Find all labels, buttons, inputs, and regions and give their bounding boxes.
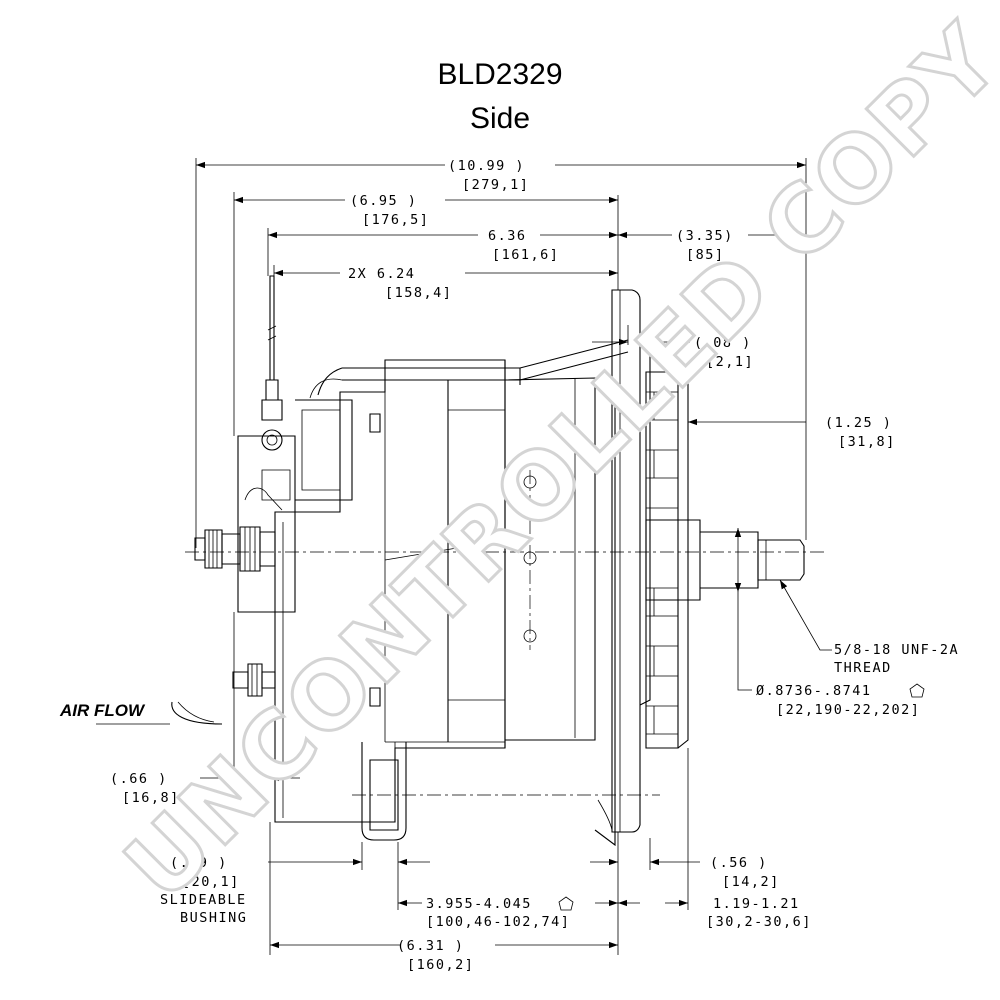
dim-056-inch: (.56 ) — [710, 855, 768, 871]
airflow-indicator: AIR FLOW — [59, 701, 223, 725]
dim-008-inch: (.08 ) — [694, 335, 752, 351]
dim-066-inch: (.66 ) — [110, 771, 168, 787]
dim-624-mm: [158,4] — [385, 285, 452, 301]
dim-125-mm: [31,8] — [838, 434, 896, 450]
dim-335-inch: (3.35) — [676, 228, 734, 244]
dim-066-mm: [16,8] — [122, 790, 180, 806]
drawing-title: BLD2329 — [437, 58, 563, 91]
thread-callout-line1: 5/8-18 UNF-2A — [834, 642, 959, 658]
dim-3955-inch: 3.955-4.045 — [426, 896, 532, 912]
dim-079-inch: (.79 ) — [170, 855, 228, 871]
dim-624-inch: 2X 6.24 — [348, 266, 415, 282]
dim-079-mm: [20,1] — [182, 874, 240, 890]
bore-callout-line2: [22,190-22,202] — [776, 702, 920, 718]
dim-636-mm: [161,6] — [492, 247, 559, 263]
dim-119-inch: 1.19-1.21 — [713, 896, 800, 912]
uncontrolled-copy-watermark: UNCONTROLLED COPY — [105, 4, 1000, 920]
dimension-lines — [195, 158, 832, 955]
bushing-label-bushing: BUSHING — [180, 910, 247, 926]
datum-pentagon-icon — [909, 683, 925, 698]
dim-008-mm: [2,1] — [706, 354, 754, 370]
airflow-label: AIR FLOW — [59, 701, 146, 720]
dim-056-mm: [14,2] — [722, 874, 780, 890]
dim-overall-mm: [279,1] — [462, 177, 529, 193]
thread-callout-line2: THREAD — [834, 660, 892, 676]
dim-119-mm: [30,2-30,6] — [706, 914, 812, 930]
alternator-outline — [185, 275, 825, 847]
bushing-label-slideable: SLIDEABLE — [160, 892, 247, 908]
dim-631-mm: [160,2] — [407, 957, 474, 973]
dimension-labels: (10.99 ) [279,1] (6.95 ) [176,5] 6.36 [1… — [110, 158, 959, 973]
datum-pentagon-icon — [558, 896, 574, 911]
dim-631-inch: (6.31 ) — [397, 938, 464, 954]
dim-335-mm: [85] — [686, 247, 725, 263]
bore-callout-line1: Ø.8736-.8741 — [756, 683, 872, 699]
dim-695-inch: (6.95 ) — [350, 193, 417, 209]
dim-overall-inch: (10.99 ) — [448, 158, 525, 174]
drawing-subtitle: Side — [469, 102, 531, 135]
dim-636-inch: 6.36 — [488, 228, 527, 244]
dim-3955-mm: [100,46-102,74] — [426, 914, 570, 930]
dim-695-mm: [176,5] — [362, 212, 429, 228]
airflow-arrow-icon — [171, 701, 223, 725]
dim-125-inch: (1.25 ) — [825, 415, 892, 431]
